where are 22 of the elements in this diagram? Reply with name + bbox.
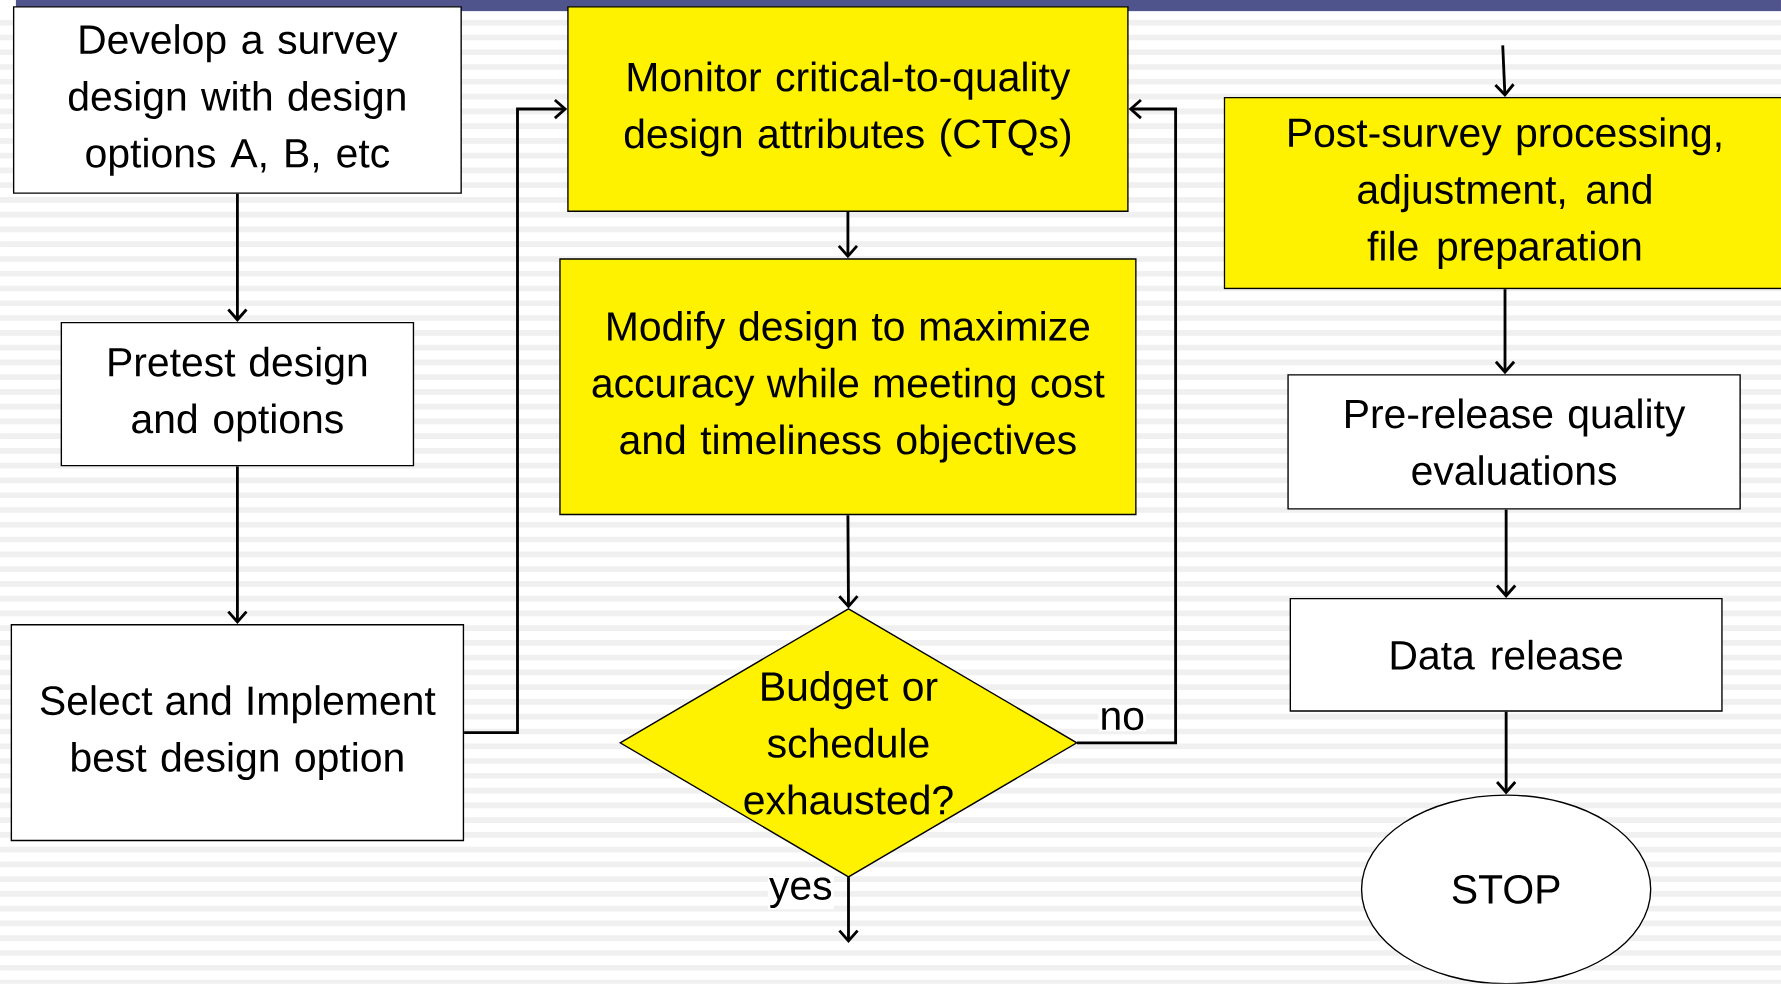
- process-box: Monitor critical-to-quality design attributes (CTQs): [567, 6, 1129, 213]
- arrow: [1496, 509, 1517, 599]
- process-box: Data release: [1289, 598, 1723, 712]
- process-box: Pretest design and options: [60, 322, 415, 467]
- process-box: Modify design to maximize accuracy while meeting cost and timeliness objectives: [559, 258, 1137, 516]
- arrow: [227, 466, 248, 625]
- node-label: STOP: [1452, 875, 1560, 905]
- process-box: Pre-release quality evaluations: [1287, 374, 1741, 510]
- arrow: [838, 515, 859, 609]
- edge-label: no: [1098, 706, 1147, 732]
- process-box: Select and Implement best design option: [10, 624, 465, 842]
- arrow: [227, 193, 248, 323]
- edge-label: yes: [767, 876, 834, 910]
- arrow: [838, 877, 859, 944]
- process-box: Develop a survey design with design options A, B, etc: [12, 6, 462, 194]
- arrow: [1494, 289, 1516, 375]
- arrow: [1494, 45, 1515, 98]
- arrow: [464, 99, 568, 735]
- arrow: [1496, 711, 1517, 795]
- arrow: [1077, 99, 1178, 745]
- arrow: [837, 212, 859, 259]
- process-box: Post-survey processing, adjustment, and file preparation: [1223, 97, 1781, 290]
